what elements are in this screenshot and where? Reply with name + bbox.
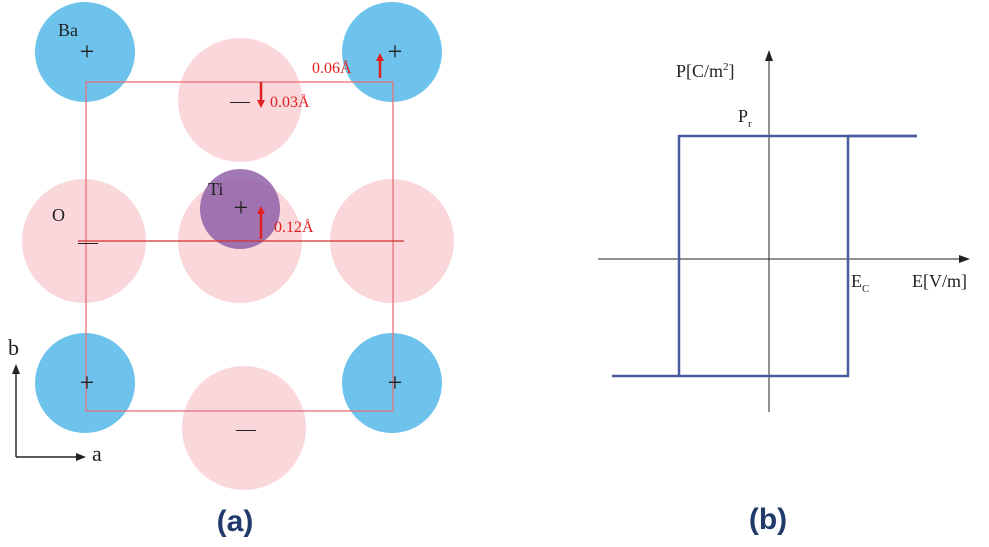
o-atom-bottom <box>182 366 306 490</box>
o-displacement-label: 0.03Å <box>270 93 310 111</box>
lattice-axes <box>12 364 86 461</box>
o-atom-label: O <box>52 205 65 225</box>
p-axis-label: P[C/m2] <box>676 61 735 81</box>
axis-a-label: a <box>92 441 102 466</box>
unit-cell-outline <box>85 81 394 412</box>
hysteresis-loop <box>612 134 917 378</box>
ba-plus-sign-bottom-right: + <box>388 368 403 397</box>
ba-plus-sign-top-right: + <box>388 37 403 66</box>
ba-plus-sign-top-left: + <box>80 37 95 66</box>
ba-displacement-label: 0.06Å <box>312 59 352 77</box>
ti-plus-sign: + <box>234 193 249 222</box>
ba-plus-sign-bottom-left: + <box>80 368 95 397</box>
ti-atom-label: Ti <box>208 179 223 199</box>
ba-atom-top-right <box>342 2 442 102</box>
p-axis-arrowhead <box>765 50 773 61</box>
hysteresis-loop-upper <box>677 134 917 376</box>
o-minus-sign-top: — <box>229 90 251 112</box>
ba-atom-bottom-left <box>35 333 135 433</box>
o-atom-top <box>178 38 302 162</box>
panel-a-label: (a) <box>217 505 254 538</box>
ba-atom-label: Ba <box>58 20 78 40</box>
remanent-polarization-label: Pr <box>738 106 752 130</box>
axis-b-label: b <box>8 335 19 360</box>
coercive-field-label: EC <box>851 271 869 295</box>
e-axis-label: E[V/m] <box>912 271 967 291</box>
panel-b-hysteresis-loop: P[C/m2] Pr EC E[V/m] <box>598 50 970 412</box>
ba-atom-top-left <box>35 2 135 102</box>
o-minus-sign-bottom: — <box>235 418 257 440</box>
panel-b-label: (b) <box>749 503 787 536</box>
ti-displacement-label: 0.12Å <box>274 218 314 236</box>
e-axis-arrowhead <box>959 255 970 263</box>
panel-a-crystal-structure: + + + + + — — — Ba Ti O 0.06Å 0.03Å 0.12… <box>8 2 454 490</box>
o-minus-sign-left: — <box>77 231 99 253</box>
ba-atom-bottom-right <box>342 333 442 433</box>
